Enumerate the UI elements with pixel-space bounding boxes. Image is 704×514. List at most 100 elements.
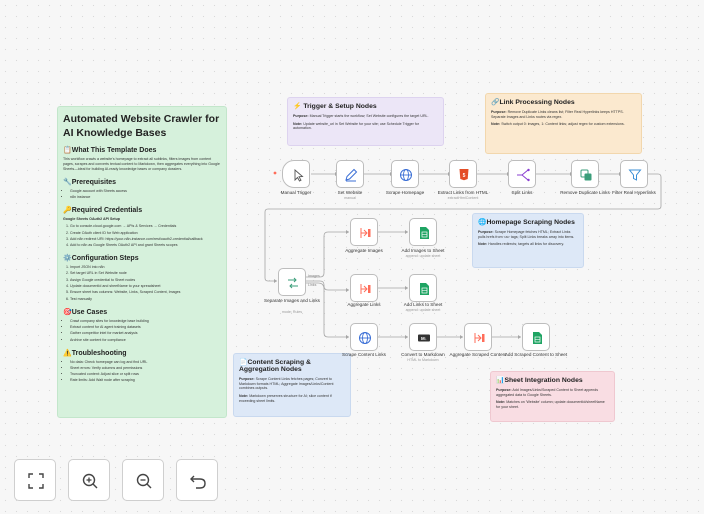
link-processing-note[interactable]: 🔗Link Processing Nodes Purpose: Remove D… xyxy=(485,93,642,154)
content-scraping-note[interactable]: 📄Content Scraping & Aggregation Nodes Pu… xyxy=(233,353,351,417)
content-note-purpose: Purpose: Scrape Content Links fetches pa… xyxy=(239,377,334,391)
list-item: Go to console.cloud.google.com → APIs & … xyxy=(70,224,221,229)
list-item: Test manually xyxy=(70,297,221,302)
split-icon xyxy=(517,168,530,182)
split-links-node[interactable] xyxy=(508,160,536,188)
gear-icon: ⚙️ xyxy=(63,255,72,263)
prereq-list: Google account with Sheets access n8n in… xyxy=(63,189,221,200)
homepage-note-purpose: Purpose: Scrape Homepage fetches HTML; E… xyxy=(478,230,575,239)
trigger-setup-note[interactable]: ⚡ Trigger & Setup Nodes Purpose: Manual … xyxy=(287,97,444,146)
undo-icon xyxy=(190,475,206,489)
filter-hyperlinks-node[interactable] xyxy=(620,160,648,188)
cred-list: Go to console.cloud.google.com → APIs & … xyxy=(63,224,221,248)
edge-label-links: Links xyxy=(308,283,317,287)
convert-markdown-sublabel: HTML to Markdown xyxy=(407,358,439,362)
google-sheets-icon xyxy=(420,227,429,239)
document-icon: 📄 xyxy=(239,359,248,366)
add-images-sheet-node[interactable] xyxy=(409,218,437,246)
list-item: n8n instance xyxy=(70,195,221,200)
sheet-integration-note[interactable]: 📊Sheet Integration Nodes Purpose: Add Im… xyxy=(490,371,615,422)
aggregate-images-node[interactable] xyxy=(350,218,378,246)
homepage-scraping-note[interactable]: 🌐Homepage Scraping Nodes Purpose: Scrape… xyxy=(472,213,584,268)
chart-icon: 📊 xyxy=(496,377,505,384)
aggregate-icon xyxy=(360,284,371,294)
add-content-sheet-label: Add Scraped Content to Sheet xyxy=(504,352,568,357)
pencil-icon xyxy=(345,168,358,182)
svg-text:M↓: M↓ xyxy=(421,336,427,341)
scrape-content-node[interactable] xyxy=(350,323,378,351)
zoom-out-button[interactable] xyxy=(122,459,164,501)
list-item: Add n8n redirect URI: https://your-n8n-i… xyxy=(70,237,221,242)
overview-note[interactable]: Automated Website Crawler for AI Knowled… xyxy=(57,106,227,418)
svg-text:5: 5 xyxy=(463,173,466,179)
scrape-content-label: Scrape Content Links xyxy=(342,352,386,357)
cred-subheading: Google Sheets OAuth2 API Setup xyxy=(63,217,120,222)
globe-icon: 🌐 xyxy=(478,219,487,226)
list-item: Add to n8n as Google Sheets OAuth2 API a… xyxy=(70,243,221,248)
aggregate-links-label: Aggregate Links xyxy=(347,302,381,307)
list-item: Import JSON into n8n xyxy=(70,265,221,270)
list-item: Gather competitor intel for market analy… xyxy=(70,331,221,336)
cursor-click-icon xyxy=(294,169,304,182)
google-sheets-icon xyxy=(420,283,429,295)
set-website-label: Set Website xyxy=(337,190,363,195)
clipboard-icon: 📋 xyxy=(63,147,72,154)
aggregate-links-node[interactable] xyxy=(350,274,378,302)
link-note-title: 🔗Link Processing Nodes xyxy=(491,99,575,106)
list-item: Assign Google credential to Sheet nodes xyxy=(70,278,221,283)
list-item: Archive site content for compliance xyxy=(70,338,221,343)
aggregate-icon xyxy=(474,333,485,343)
use-list: Crawl company sites for knowledge base b… xyxy=(63,319,221,343)
sheet-note-purpose: Purpose: Add Images/Links/Scraped Conten… xyxy=(496,388,599,397)
content-note-note: Note: Markdown preserves structure for A… xyxy=(239,394,332,403)
add-links-sheet-label: Add Links to Sheet xyxy=(403,302,443,307)
remove-duplicates-label: Remove Duplicate Links xyxy=(560,190,610,195)
manual-trigger-node[interactable] xyxy=(282,160,310,188)
separate-images-links-label: Separate Images and Links xyxy=(264,298,320,303)
remove-duplicates-node[interactable] xyxy=(571,160,599,188)
overview-title: Automated Website Crawler for AI Knowled… xyxy=(63,113,220,139)
fit-to-view-button[interactable] xyxy=(14,459,56,501)
cred-heading: 🔑Required Credentials xyxy=(63,207,143,215)
link-icon: 🔗 xyxy=(491,99,500,106)
html5-icon: 5 xyxy=(459,169,469,181)
filter-icon xyxy=(628,169,642,181)
prereq-heading: 🔧Prerequisites xyxy=(63,179,117,186)
add-images-sheet-label: Add Images to Sheet xyxy=(401,248,445,253)
filter-hyperlinks-label: Filter Real Hyperlinks xyxy=(612,190,656,195)
add-links-sheet-node[interactable] xyxy=(409,274,437,302)
scrape-homepage-node[interactable] xyxy=(391,160,419,188)
trigger-note-purpose: Purpose: Manual Trigger starts the workf… xyxy=(293,114,429,118)
trigger-note-title: ⚡ Trigger & Setup Nodes xyxy=(293,103,377,110)
homepage-note-note: Note: Handles redirects; targets all lin… xyxy=(478,242,565,247)
zoom-in-button[interactable] xyxy=(68,459,110,501)
convert-markdown-node[interactable]: M↓ xyxy=(409,323,437,351)
manual-trigger-label: Manual Trigger xyxy=(280,190,312,195)
separate-images-links-sublabel: mode: Rules xyxy=(281,310,303,314)
edge-label-images: Images xyxy=(308,274,320,278)
use-heading: 🎯Use Cases xyxy=(63,308,108,316)
add-links-sheet-sublabel: append: update sheet xyxy=(405,308,441,312)
sheet-note-note: Note: Matches on 'Website' column; updat… xyxy=(496,400,605,410)
undo-button[interactable] xyxy=(176,459,218,501)
list-item: Ensure sheet has columns: Website, Links… xyxy=(70,290,221,295)
trigger-note-note: Note: Update website_url in Set Website … xyxy=(293,121,419,131)
homepage-note-title: 🌐Homepage Scraping Nodes xyxy=(478,219,575,226)
lightning-icon: ⚡ xyxy=(293,103,302,110)
markdown-icon: M↓ xyxy=(418,334,430,342)
link-note-purpose: Purpose: Remove Duplicate Links cleans l… xyxy=(491,110,624,119)
list-item: Rate limits: Add Wait node after scrapin… xyxy=(70,378,221,383)
set-website-node[interactable] xyxy=(336,160,364,188)
aggregate-content-label: Aggregate Scraped Content xyxy=(449,352,507,357)
extract-links-node[interactable]: 5 xyxy=(449,160,477,188)
separate-images-links-node[interactable] xyxy=(278,268,306,296)
list-item: Extract content for AI agent training da… xyxy=(70,325,221,330)
config-heading: ⚙️Configuration Steps xyxy=(63,255,139,263)
aggregate-content-node[interactable] xyxy=(464,323,492,351)
aggregate-images-label: Aggregate Images xyxy=(345,248,383,253)
duplicate-remove-icon xyxy=(580,169,592,181)
key-icon: 🔑 xyxy=(63,207,72,215)
add-content-sheet-node[interactable] xyxy=(522,323,550,351)
